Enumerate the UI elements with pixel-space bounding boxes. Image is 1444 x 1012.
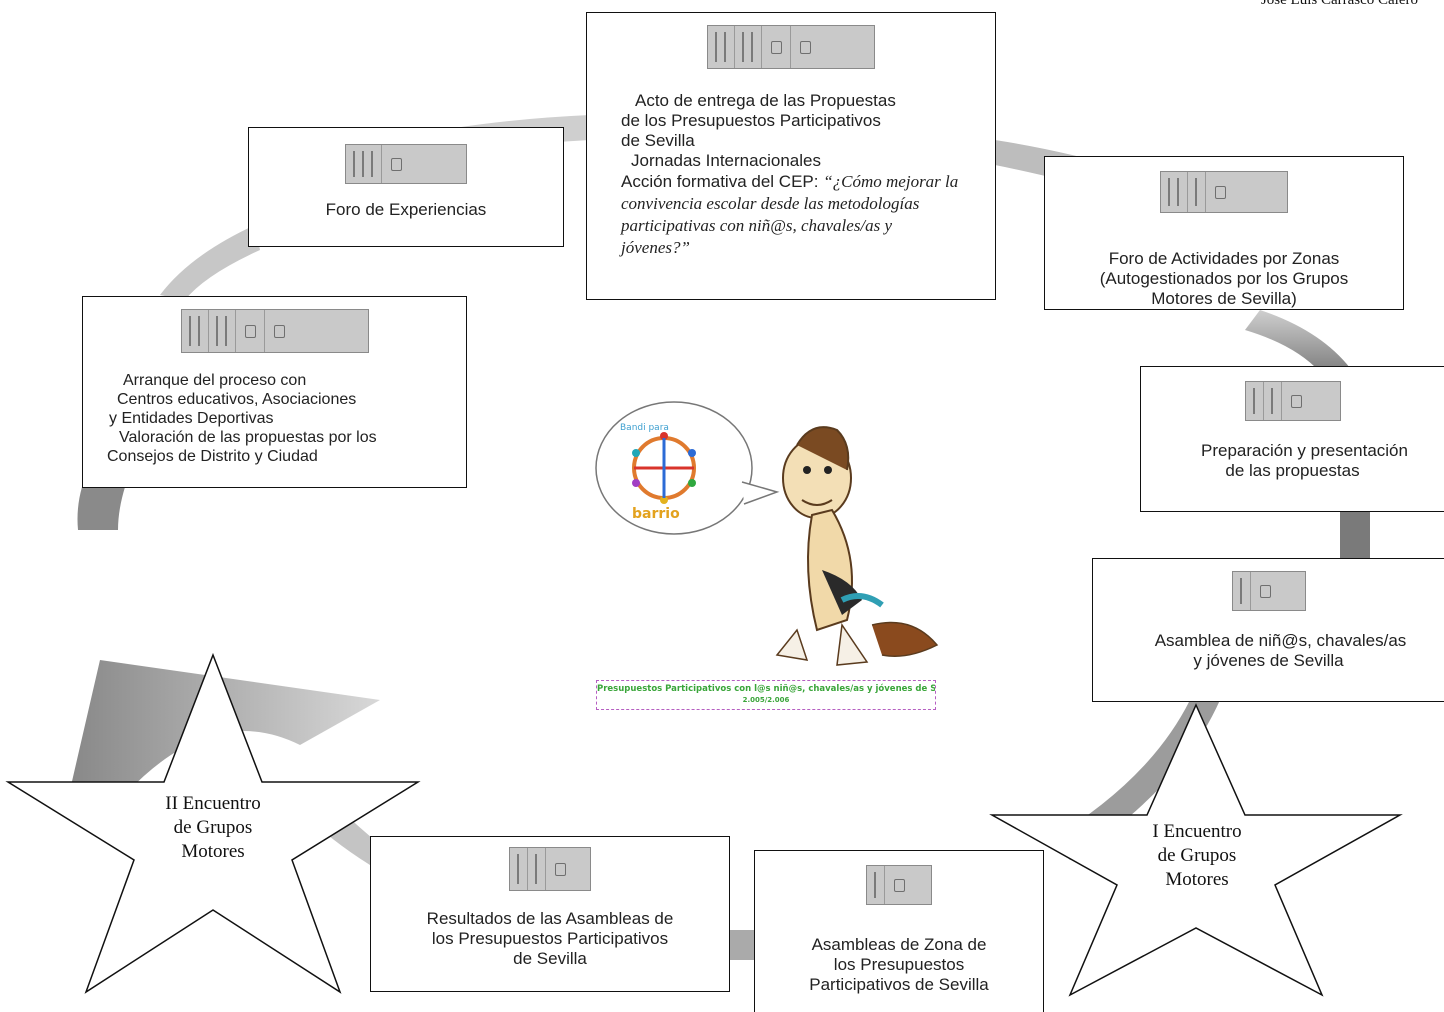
star2-line2: de Grupos — [173, 817, 253, 838]
star2-line1: II Encuentro — [165, 793, 261, 814]
mascot-illustration: Bandi para barrio — [595, 401, 939, 666]
process-icon — [509, 847, 591, 891]
resultados-line3: de Sevilla — [513, 949, 587, 968]
star1-line1: I Encuentro — [1152, 821, 1242, 842]
process-icon — [866, 865, 932, 905]
arranque-line5: Consejos de Distrito y Ciudad — [107, 448, 318, 465]
asambleas-zona-line1: Asambleas de Zona de — [811, 935, 987, 954]
process-icon — [1231, 571, 1306, 611]
logo-circle-icon — [632, 432, 696, 504]
process-icon — [1244, 381, 1341, 421]
arranque-line4: Valoración de las propuestas por los — [119, 429, 377, 446]
star-encuentro-1 — [989, 703, 1403, 997]
horse-icon — [775, 426, 939, 666]
resultados-line2: los Presupuestos Participativos — [431, 929, 669, 948]
process-icon — [707, 25, 875, 69]
arrow-segment-left-lower — [77, 487, 125, 530]
process-icon — [180, 309, 369, 353]
preparacion-line1: Preparación y presentación — [1201, 441, 1408, 460]
star-encuentro-2-label: II Encuentro de Grupos Motores — [128, 792, 298, 864]
star1-line2: de Grupos — [1157, 845, 1237, 866]
acto-line1: Acto de entrega de las Propuestas — [635, 91, 896, 110]
box-acto-entrega: Acto de entrega de las Propuestas de los… — [586, 12, 996, 300]
acto-line3: de Sevilla — [621, 131, 695, 150]
arranque-line2: Centros educativos, Asociaciones — [117, 391, 357, 408]
resultados-line1: Resultados de las Asambleas de — [426, 909, 674, 928]
speech-text-bottom: barrio — [632, 506, 680, 522]
box-foro-actividades: Foro de Actividades por Zonas (Autogesti… — [1044, 156, 1404, 310]
mascot-banner: Presupuestos Participativos con l@s niñ@… — [596, 680, 936, 710]
acto-line5-italic: “¿Cómo mejorar la convivencia escolar de… — [621, 172, 959, 257]
author-name: José Luis Carrasco Calero — [1260, 0, 1418, 8]
arrow-segment-right-upper — [1245, 310, 1350, 372]
star1-line3: Motores — [1165, 869, 1229, 890]
star-encuentro-1-label: I Encuentro de Grupos Motores — [1112, 820, 1282, 892]
foro-actividades-line1: Foro de Actividades por Zonas — [1108, 249, 1340, 268]
box-asambleas-zona: Asambleas de Zona de los Presupuestos Pa… — [754, 850, 1044, 1012]
asamblea-line2: y jóvenes de Sevilla — [1193, 651, 1344, 670]
acto-line2: de los Presupuestos Participativos — [621, 111, 881, 130]
banner-line2: 2.005/2.006 — [742, 696, 790, 704]
star2-line3: Motores — [181, 841, 245, 862]
asambleas-zona-line3: Participativos de Sevilla — [809, 975, 989, 994]
banner-line1: Presupuestos Participativos con l@s niñ@… — [597, 684, 935, 694]
box-preparacion: Preparación y presentación de las propue… — [1140, 366, 1444, 512]
asambleas-zona-line2: los Presupuestos — [833, 955, 965, 974]
arrow-segment-bottom — [728, 930, 758, 960]
box-arranque: Arranque del proceso con Centros educati… — [82, 296, 467, 488]
box-foro-experiencias: Foro de Experiencias — [248, 127, 564, 247]
star-encuentro-2 — [5, 652, 421, 994]
preparacion-line2: de las propuestas — [1225, 461, 1360, 480]
acto-line5-prefix: Acción formativa del CEP: — [621, 172, 824, 191]
arranque-line3: y Entidades Deportivas — [109, 410, 274, 427]
arrow-segment-right-middle — [1340, 510, 1370, 560]
speech-text-top: Bandi para — [620, 423, 669, 433]
foro-experiencias-label: Foro de Experiencias — [325, 200, 487, 219]
asamblea-line1: Asamblea de niñ@s, chavales/as — [1154, 631, 1407, 650]
box-resultados: Resultados de las Asambleas de los Presu… — [370, 836, 730, 992]
arranque-line1: Arranque del proceso con — [123, 372, 307, 389]
process-icon — [1160, 171, 1288, 213]
acto-line4: Jornadas Internacionales — [631, 151, 821, 170]
arrow-segment-left-upper — [160, 225, 260, 300]
box-asamblea: Asamblea de niñ@s, chavales/as y jóvenes… — [1092, 558, 1444, 702]
foro-actividades-line2: (Autogestionados por los Grupos — [1099, 269, 1349, 288]
foro-actividades-line3: Motores de Sevilla) — [1151, 289, 1297, 308]
process-icon — [345, 144, 467, 184]
